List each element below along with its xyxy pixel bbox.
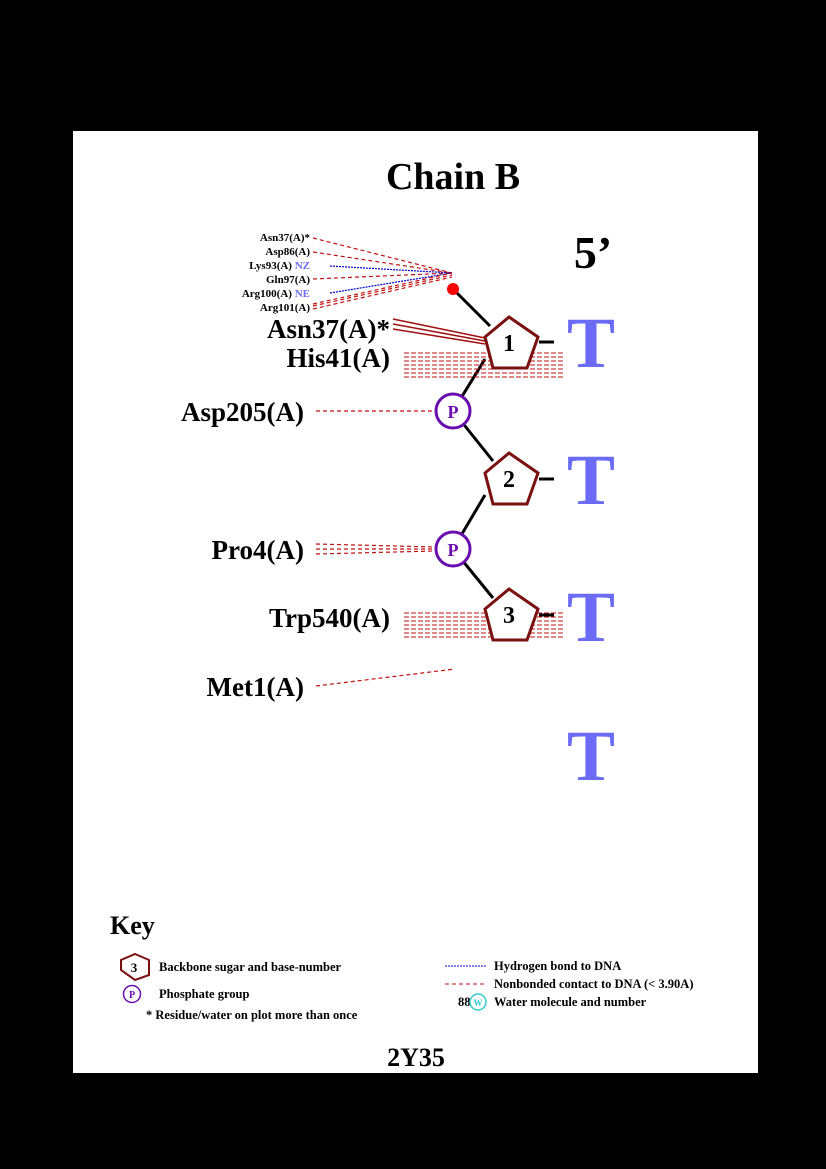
- svg-text:W: W: [474, 998, 483, 1008]
- key-water-text: Water molecule and number: [494, 995, 647, 1009]
- key-sugar-text: Backbone sugar and base-number: [159, 960, 342, 974]
- contact-line: [312, 237, 453, 274]
- terminal-contact-labels: Asn37(A)* Asp86(A) Lys93(A) NZ Gln97(A) …: [242, 232, 311, 314]
- diagram-panel: Chain B 5’ Asn37(A)* Asp86(A) Lys93(A) N…: [73, 131, 758, 1073]
- small-contact-label: Arg100(A) NE: [242, 288, 310, 300]
- contact-line: [312, 251, 453, 274]
- sugar-2: 2: [483, 451, 540, 506]
- chain-title: Chain B: [386, 156, 520, 198]
- svg-text:2: 2: [503, 467, 515, 493]
- base-4: T: [567, 716, 615, 796]
- sugar-3: 3: [483, 587, 540, 642]
- hbond-line: [329, 265, 453, 274]
- base-2: T: [567, 440, 615, 520]
- residue-label-his41: His41(A): [287, 343, 391, 373]
- sugar-1: 1: [483, 315, 540, 370]
- atom-label: NZ: [295, 260, 310, 272]
- phosphate-1: P: [434, 392, 472, 430]
- small-contact-label: Lys93(A) NZ: [249, 260, 310, 272]
- phosphate-2: P: [434, 530, 472, 568]
- svg-text:P: P: [448, 402, 459, 422]
- residue-label-trp540: Trp540(A): [269, 603, 390, 633]
- pro4-contact-lines: [315, 543, 436, 555]
- key-sugar-example: 3: [120, 952, 150, 982]
- key-hbond-text: Hydrogen bond to DNA: [494, 959, 621, 973]
- residue-label-met1: Met1(A): [207, 672, 304, 702]
- svg-text:1: 1: [503, 331, 515, 357]
- pdb-id: 2Y35: [387, 1043, 445, 1072]
- residue-label-asn37: Asn37(A)*: [267, 314, 390, 344]
- bases: T T T T: [567, 303, 615, 796]
- key-phosphate-text: Phosphate group: [159, 987, 249, 1001]
- small-contact-label: Asp86(A): [265, 246, 310, 258]
- key-water-number: 88: [458, 995, 471, 1009]
- key-phosphate-example: P: [122, 984, 142, 1004]
- terminus-dot: [447, 283, 459, 295]
- contact-line: [312, 276, 453, 310]
- svg-text:3: 3: [131, 960, 138, 975]
- svg-text:3: 3: [503, 603, 515, 629]
- small-contact-label: Gln97(A): [266, 274, 310, 286]
- key-title: Key: [110, 911, 155, 940]
- atom-label: NE: [295, 288, 310, 300]
- base-1: T: [567, 303, 615, 383]
- asn37-contact-lines: [392, 318, 486, 345]
- key-nonbonded-text: Nonbonded contact to DNA (< 3.90A): [494, 977, 694, 991]
- stacking-contacts-trp540: [404, 612, 563, 638]
- hbond-line: [329, 272, 453, 294]
- key-star-text: * Residue/water on plot more than once: [146, 1008, 358, 1022]
- contact-line: [312, 272, 453, 305]
- met1-contact-line: [315, 668, 456, 687]
- dna-contact-diagram: Chain B 5’ Asn37(A)* Asp86(A) Lys93(A) N…: [110, 156, 694, 1072]
- contact-line: [312, 272, 453, 280]
- residue-label-asp205: Asp205(A): [181, 397, 304, 427]
- contact-line: [312, 274, 453, 307]
- base-3: T: [567, 577, 615, 657]
- small-contact-label: Arg101(A): [260, 302, 310, 314]
- five-prime-label: 5’: [574, 227, 612, 278]
- terminal-contact-lines: [312, 237, 453, 310]
- small-contact-label: Asn37(A)*: [260, 232, 311, 244]
- residue-labels: Asn37(A)* His41(A) Asp205(A) Pro4(A) Trp…: [181, 314, 390, 702]
- residue-label-pro4: Pro4(A): [212, 535, 304, 565]
- stacking-contacts-his41: [404, 352, 563, 378]
- svg-text:P: P: [448, 540, 459, 560]
- key-water-example: W: [469, 993, 487, 1011]
- svg-text:P: P: [129, 990, 135, 1001]
